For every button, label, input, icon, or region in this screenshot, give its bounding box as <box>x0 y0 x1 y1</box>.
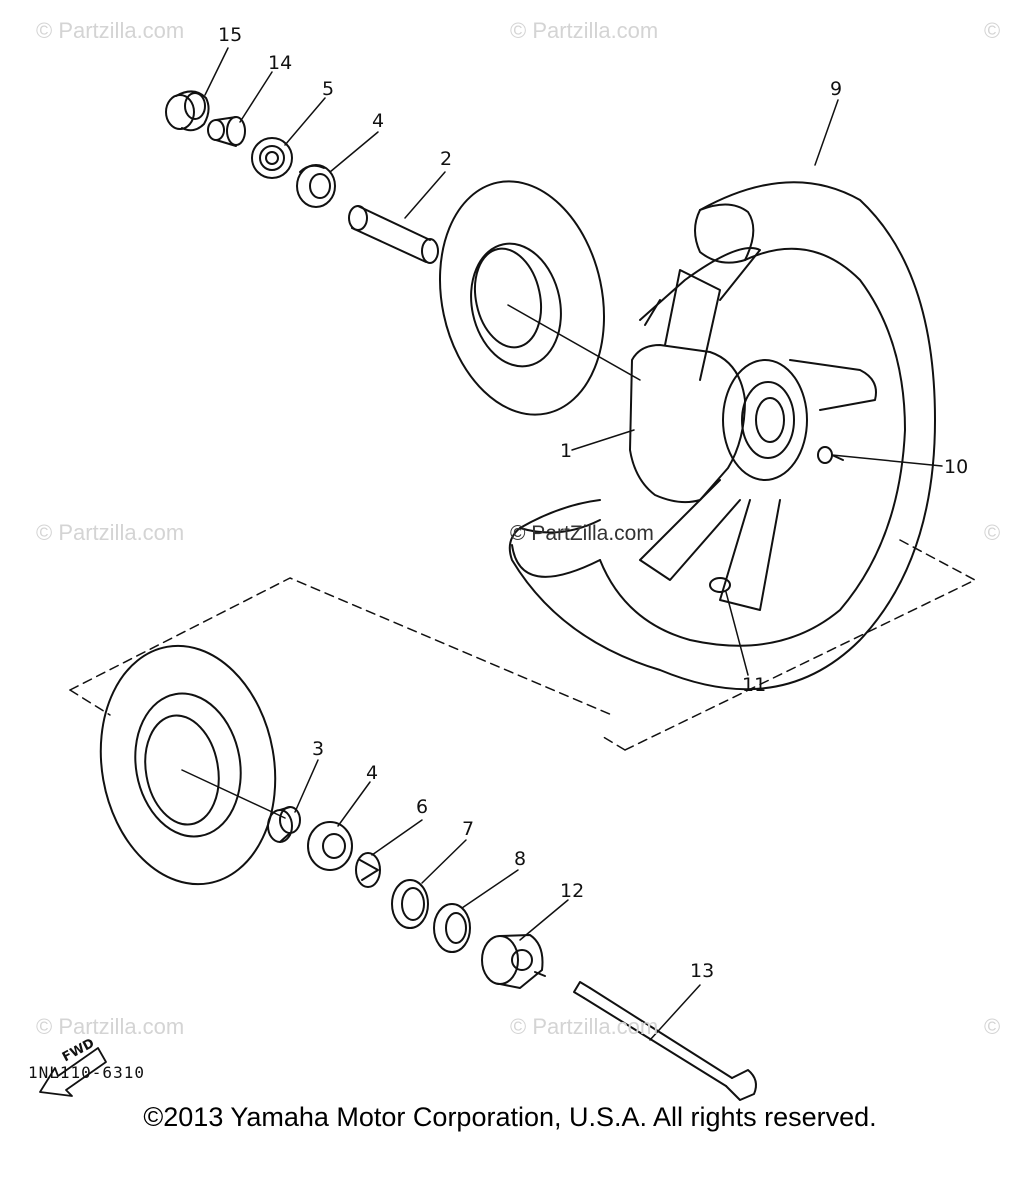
callout-7: 7 <box>462 818 475 840</box>
copyright-notice: ©2013 Yamaha Motor Corporation, U.S.A. A… <box>143 1102 877 1132</box>
watermark: © Partzilla.com <box>36 520 185 545</box>
part-8-seal <box>433 903 471 953</box>
callout-1: 1 <box>560 440 573 462</box>
brake-disc-lower <box>99 644 277 886</box>
callout-5: 5 <box>322 78 335 100</box>
callout-2: 2 <box>440 148 453 170</box>
axis-lines <box>181 304 641 819</box>
watermark: © Partzilla.com <box>510 18 659 43</box>
wheel-tire <box>508 181 936 691</box>
wheel-hub <box>629 344 808 504</box>
part-11-weight <box>709 577 731 593</box>
wheel-spokes <box>639 247 877 611</box>
part-4-bearing-top <box>296 164 336 208</box>
callout-11: 11 <box>742 674 767 696</box>
leader-lines <box>204 47 943 1041</box>
part-7-washer <box>391 879 429 929</box>
brake-disc-upper <box>438 180 606 416</box>
part-3-seal <box>267 806 301 843</box>
part-12-gear-unit <box>481 934 546 989</box>
part-4-bearing-bottom <box>307 821 353 871</box>
part-13-axle <box>573 981 757 1101</box>
callout-3: 3 <box>312 738 325 760</box>
part-15-cap <box>165 90 210 132</box>
callout-13: 13 <box>690 960 715 982</box>
callout-4: 4 <box>372 110 385 132</box>
callout-8: 8 <box>514 848 527 870</box>
part-2-spacer <box>348 205 439 264</box>
callout-10: 10 <box>944 456 969 478</box>
watermark-center: © PartZilla.com <box>510 522 654 545</box>
watermark: © Partzilla.com <box>36 1014 185 1039</box>
callout-9: 9 <box>830 78 843 100</box>
watermark: © <box>984 520 1001 545</box>
part-5-bearing <box>251 137 293 179</box>
drawing-code: 1NL110-6310 <box>28 1063 145 1082</box>
bracket-lines <box>69 539 976 751</box>
part-6-clip <box>355 852 381 888</box>
callout-4: 4 <box>366 762 379 784</box>
watermark: © Partzilla.com <box>36 18 185 43</box>
fwd-arrow-icon <box>39 1047 107 1097</box>
watermark: © <box>984 18 1001 43</box>
watermark: © Partzilla.com <box>510 1014 659 1039</box>
callout-12: 12 <box>560 880 585 902</box>
watermark: © <box>984 1014 1001 1039</box>
part-14-collar <box>207 116 246 147</box>
callout-6: 6 <box>416 796 429 818</box>
callout-15: 15 <box>218 24 243 46</box>
callout-14: 14 <box>268 52 293 74</box>
